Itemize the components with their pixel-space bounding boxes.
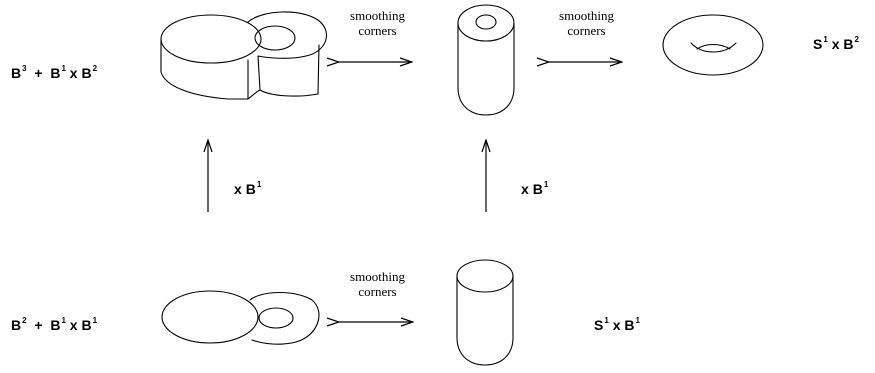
caption-line-1: smoothing: [559, 8, 614, 23]
label-bottom-right: S1 x B1: [594, 316, 640, 333]
caption-line-1: smoothing: [350, 269, 405, 284]
cylinder: [456, 259, 514, 366]
caption-line-1: smoothing: [350, 8, 405, 23]
label-product-right: x B1: [521, 180, 549, 197]
caption-smoothing-top-right: smoothing corners: [549, 8, 624, 38]
label-top-left: B3 + B1 x B2: [11, 64, 98, 81]
caption-line-2: corners: [567, 23, 606, 38]
label-top-right: S1 x B2: [813, 35, 859, 52]
caption-smoothing-top-left: smoothing corners: [340, 8, 415, 38]
hollow-cylinder: [457, 4, 515, 116]
thick-disk-with-handle: [160, 11, 328, 100]
label-product-left: x B1: [234, 180, 262, 197]
label-bottom-left: B2 + B1 x B1: [11, 316, 98, 333]
caption-line-2: corners: [358, 284, 397, 299]
caption-smoothing-bottom: smoothing corners: [340, 269, 415, 299]
caption-line-2: corners: [358, 23, 397, 38]
disk-with-handle: [161, 290, 320, 345]
torus: [662, 14, 764, 76]
